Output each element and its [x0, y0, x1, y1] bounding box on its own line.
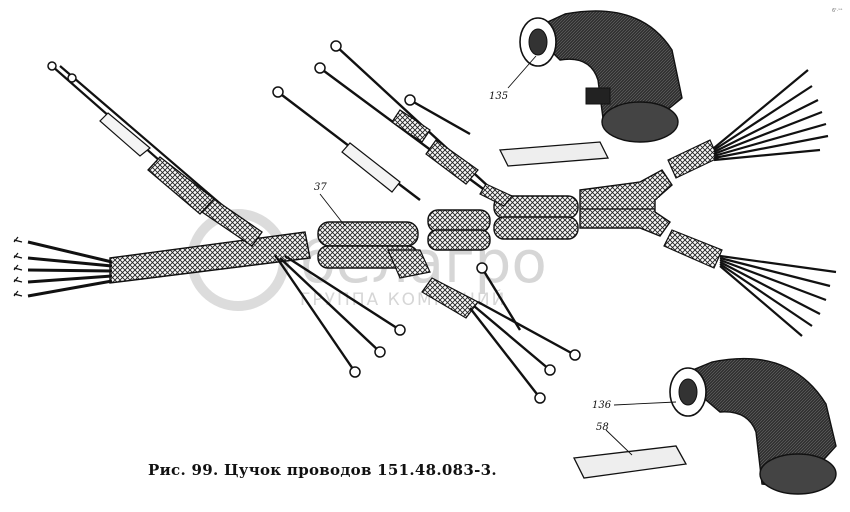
gasket-upper: [498, 141, 610, 167]
corner-mark: 6ᵗ·ᵛᵉ: [832, 8, 842, 14]
branch-lower-left: [274, 254, 406, 378]
left-wire-fan: [13, 236, 113, 298]
callout-58: 58: [596, 422, 609, 433]
callout-leaders: [319, 55, 677, 456]
gasket-58: [573, 445, 688, 479]
callout-135: 135: [489, 91, 508, 102]
callout-37: 37: [314, 182, 327, 193]
branch-lower-middle: [421, 262, 581, 404]
callout-136: 136: [592, 400, 612, 411]
figure-caption: Рис. 99. Цучок проводов 151.48.083-3.: [148, 461, 497, 479]
branch-upper-middle: [272, 40, 513, 207]
connector-plug-136: [669, 357, 837, 495]
connector-plug-135: [519, 10, 683, 143]
right-wire-fan-upper: [667, 69, 829, 179]
main-trunk: [109, 169, 673, 284]
right-wire-fan-lower: [663, 229, 837, 337]
trunk-segment-37: [317, 221, 431, 279]
branch-upper-left: [47, 61, 263, 247]
